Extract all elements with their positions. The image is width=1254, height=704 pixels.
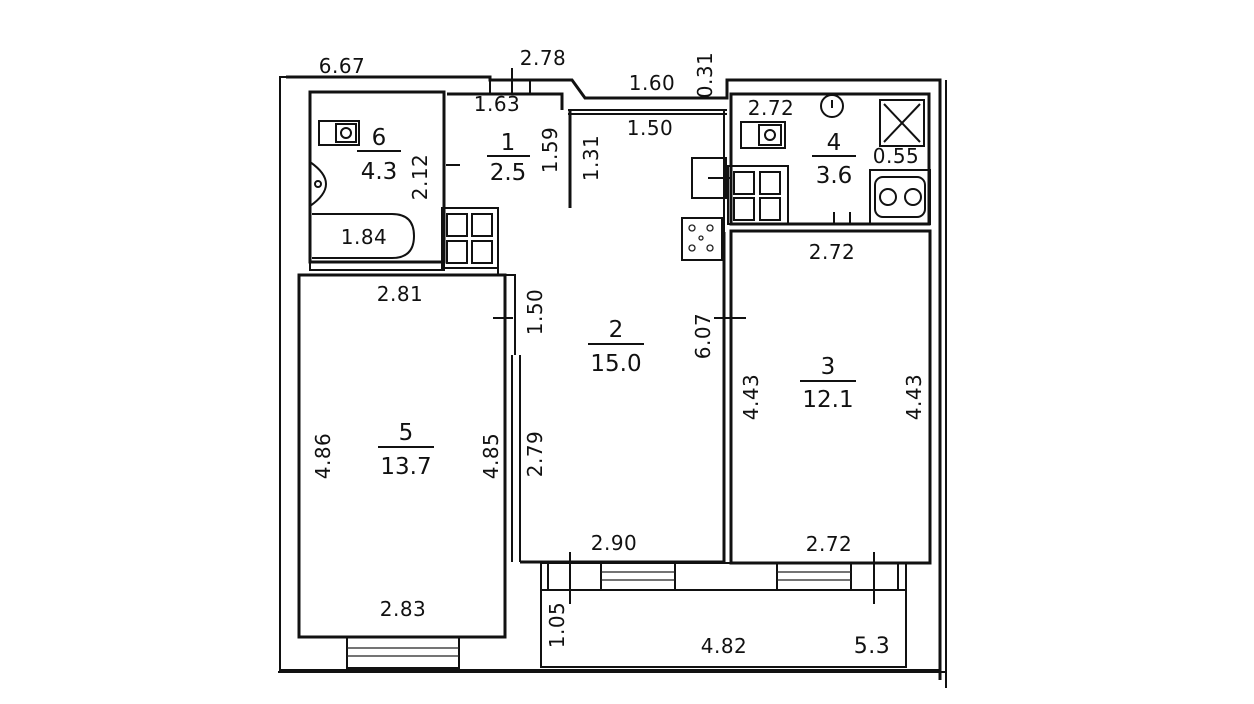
room-label-6: 6 4.3	[357, 125, 401, 185]
dim-4-85: 4.85	[479, 433, 503, 480]
room-number-5: 5	[399, 420, 414, 446]
room-label-3: 3 12.1	[800, 354, 856, 413]
window-room-5	[346, 636, 460, 669]
dimension-labels: 6.67 2.78 0.31 1.60 1.63 1.59 1.31 1.50 …	[311, 46, 926, 659]
ventilation-shaft-right	[727, 165, 789, 225]
dim-2-83: 2.83	[380, 597, 427, 621]
dim-1-63: 1.63	[474, 92, 521, 116]
dim-2-72-room-4: 2.72	[748, 96, 795, 120]
dim-1-05: 1.05	[545, 602, 569, 649]
room-area-5: 13.7	[380, 454, 431, 480]
room-6-walls	[308, 90, 446, 271]
bathtub-icon	[312, 213, 416, 259]
ventilation-shaft-left	[441, 207, 499, 269]
room-area-3: 12.1	[802, 387, 853, 413]
window-room-3	[776, 562, 852, 591]
dim-4-43-right: 4.43	[902, 374, 926, 421]
fridge-icon	[691, 157, 730, 199]
dim-4-86: 4.86	[311, 433, 335, 480]
room-label-5: 5 13.7	[378, 420, 434, 480]
dim-2-90: 2.90	[591, 531, 638, 555]
dim-1-84: 1.84	[341, 225, 388, 249]
dim-2-72-bottom: 2.72	[806, 532, 853, 556]
dim-2-79: 2.79	[523, 431, 547, 478]
stove-icon	[681, 217, 723, 261]
room-area-1: 2.5	[490, 160, 527, 186]
room-label-1: 1 2.5	[487, 130, 530, 186]
dim-5-3: 5.3	[854, 634, 891, 659]
toilet-icon	[318, 120, 360, 146]
dim-4-43-left: 4.43	[739, 374, 763, 421]
dim-1-31: 1.31	[579, 135, 603, 182]
dim-1-59: 1.59	[538, 127, 562, 174]
kitchen-sink-icon	[869, 169, 931, 225]
room-area-4: 3.6	[816, 163, 853, 189]
dim-0-31: 0.31	[693, 52, 717, 99]
shower-drain-icon	[820, 94, 844, 118]
room-area-6: 4.3	[361, 159, 398, 185]
room-number-2: 2	[609, 317, 624, 343]
toilet-icon-room-4	[740, 121, 786, 149]
room-number-4: 4	[827, 130, 842, 156]
room-4-walls	[729, 92, 931, 226]
room-number-6: 6	[372, 125, 387, 151]
dim-2-12: 2.12	[408, 154, 432, 201]
dim-1-60: 1.60	[629, 71, 676, 95]
dim-6-67: 6.67	[319, 54, 366, 78]
dim-6-07: 6.07	[691, 313, 715, 360]
shower-tray-icon	[879, 99, 925, 147]
dim-2-78: 2.78	[520, 46, 567, 70]
dim-1-50-side: 1.50	[523, 289, 547, 336]
room-1-walls	[446, 80, 727, 208]
room-number-1: 1	[501, 130, 516, 156]
room-area-2: 15.0	[590, 351, 641, 377]
outer-walls	[278, 75, 947, 688]
dim-2-72-room-3: 2.72	[809, 240, 856, 264]
dim-0-55: 0.55	[873, 144, 920, 168]
dim-4-82: 4.82	[701, 634, 748, 658]
room-label-4: 4 3.6	[812, 130, 856, 189]
room-label-2: 2 15.0	[588, 317, 644, 377]
room-number-3: 3	[821, 354, 836, 380]
window-room-2	[600, 562, 676, 591]
dim-2-81: 2.81	[377, 282, 424, 306]
sink-icon	[309, 161, 327, 207]
dim-1-50-top: 1.50	[627, 116, 674, 140]
